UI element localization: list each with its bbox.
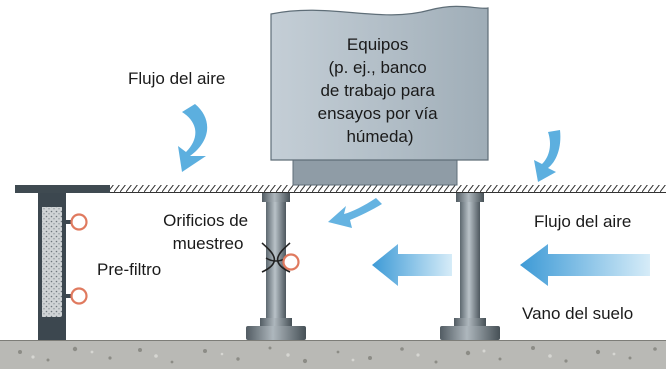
airflow-arrow-under-equipment — [328, 198, 382, 228]
airflow-label-top: Flujo del aire — [128, 69, 225, 88]
sampling-ports-label: Orificios de muestreo — [163, 211, 253, 253]
raised-floor — [15, 185, 666, 193]
airflow-arrow-void-middle — [372, 244, 452, 286]
airflow-arrow-top-right — [534, 130, 561, 182]
prefilter-sampling-port-lower — [66, 287, 88, 305]
airflow-label-right: Flujo del aire — [534, 212, 631, 231]
prefilter-sampling-port-upper — [66, 213, 88, 231]
airflow-arrow-top-left — [178, 104, 208, 172]
prefilter-label: Pre-filtro — [97, 260, 161, 279]
prefilter-panel — [38, 193, 66, 340]
concrete-slab — [0, 340, 666, 369]
floor-pedestal-right — [440, 193, 500, 340]
floor-void-label: Vano del suelo — [522, 304, 633, 323]
airflow-arrow-void-right — [520, 244, 650, 286]
pedestal-sampling-port — [261, 242, 300, 273]
equipment-label: Equipos (p. ej., banco de trabajo para e… — [318, 35, 443, 146]
equipment-cabinet — [270, 5, 489, 186]
